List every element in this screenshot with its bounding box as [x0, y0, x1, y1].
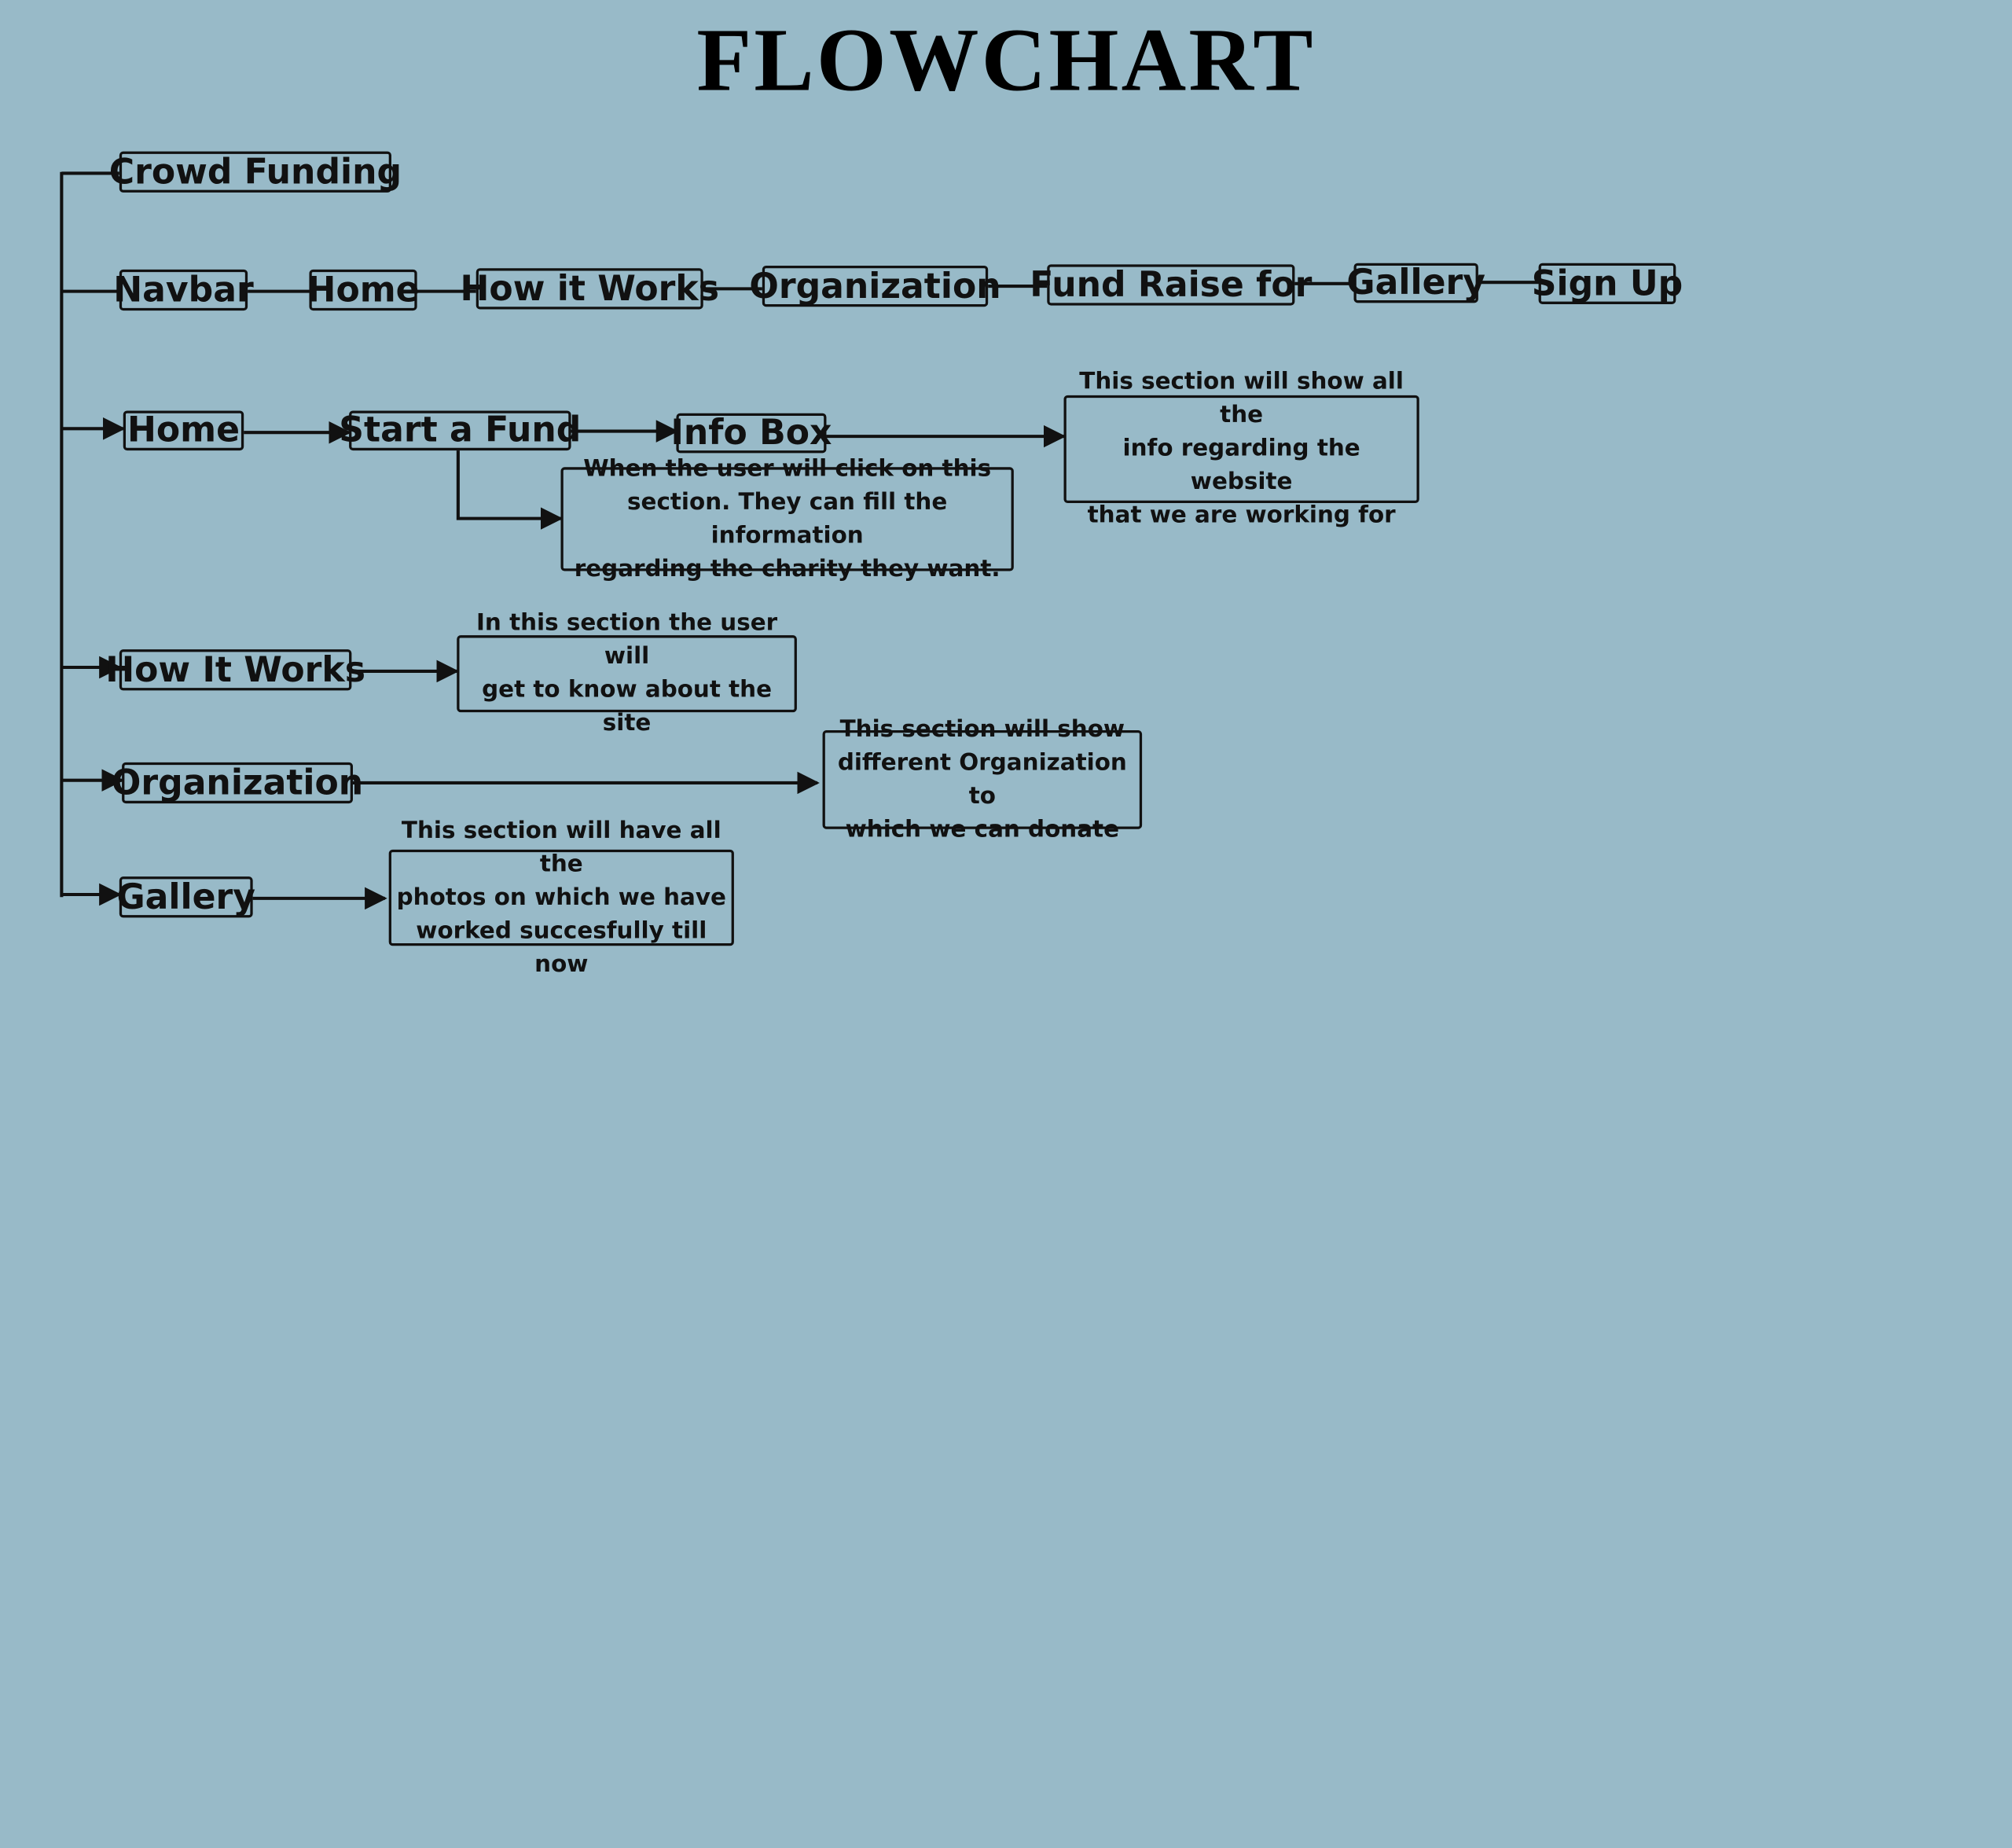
- node-nav-home: Home: [307, 269, 420, 311]
- note-gallery: This section will have all the photos on…: [388, 817, 734, 977]
- note-organization: This section will show different Organiz…: [822, 715, 1143, 843]
- node-nav-sign-up: Sign Up: [1531, 263, 1683, 304]
- node-organization: Organization: [111, 762, 364, 804]
- node-info-box: Info Box: [670, 413, 832, 454]
- node-nav-organization: Organization: [749, 265, 1001, 307]
- node-how-it-works: How It Works: [105, 649, 365, 691]
- arrow-start-fund-to-note: [456, 450, 564, 530]
- node-start-a-fund: Start a Fund: [339, 410, 582, 451]
- note-info-box: This section will show all the info rega…: [1063, 369, 1419, 529]
- node-nav-fund-raise-for: Fund Raise for: [1030, 264, 1313, 306]
- node-nav-gallery: Gallery: [1346, 263, 1485, 303]
- page-title: FLOWCHART: [696, 11, 1316, 111]
- node-nav-how-it-works: How it Works: [460, 268, 719, 310]
- node-gallery: Gallery: [116, 876, 256, 918]
- node-navbar: Navbar: [113, 269, 254, 311]
- node-home: Home: [123, 410, 244, 451]
- connector-lines: [60, 171, 1539, 910]
- note-start-a-fund: When the user will click on this section…: [560, 455, 1014, 582]
- node-crowd-funding: Crowd Funding: [108, 151, 402, 193]
- note-how-it-works: In this section the user will get to kno…: [457, 610, 797, 737]
